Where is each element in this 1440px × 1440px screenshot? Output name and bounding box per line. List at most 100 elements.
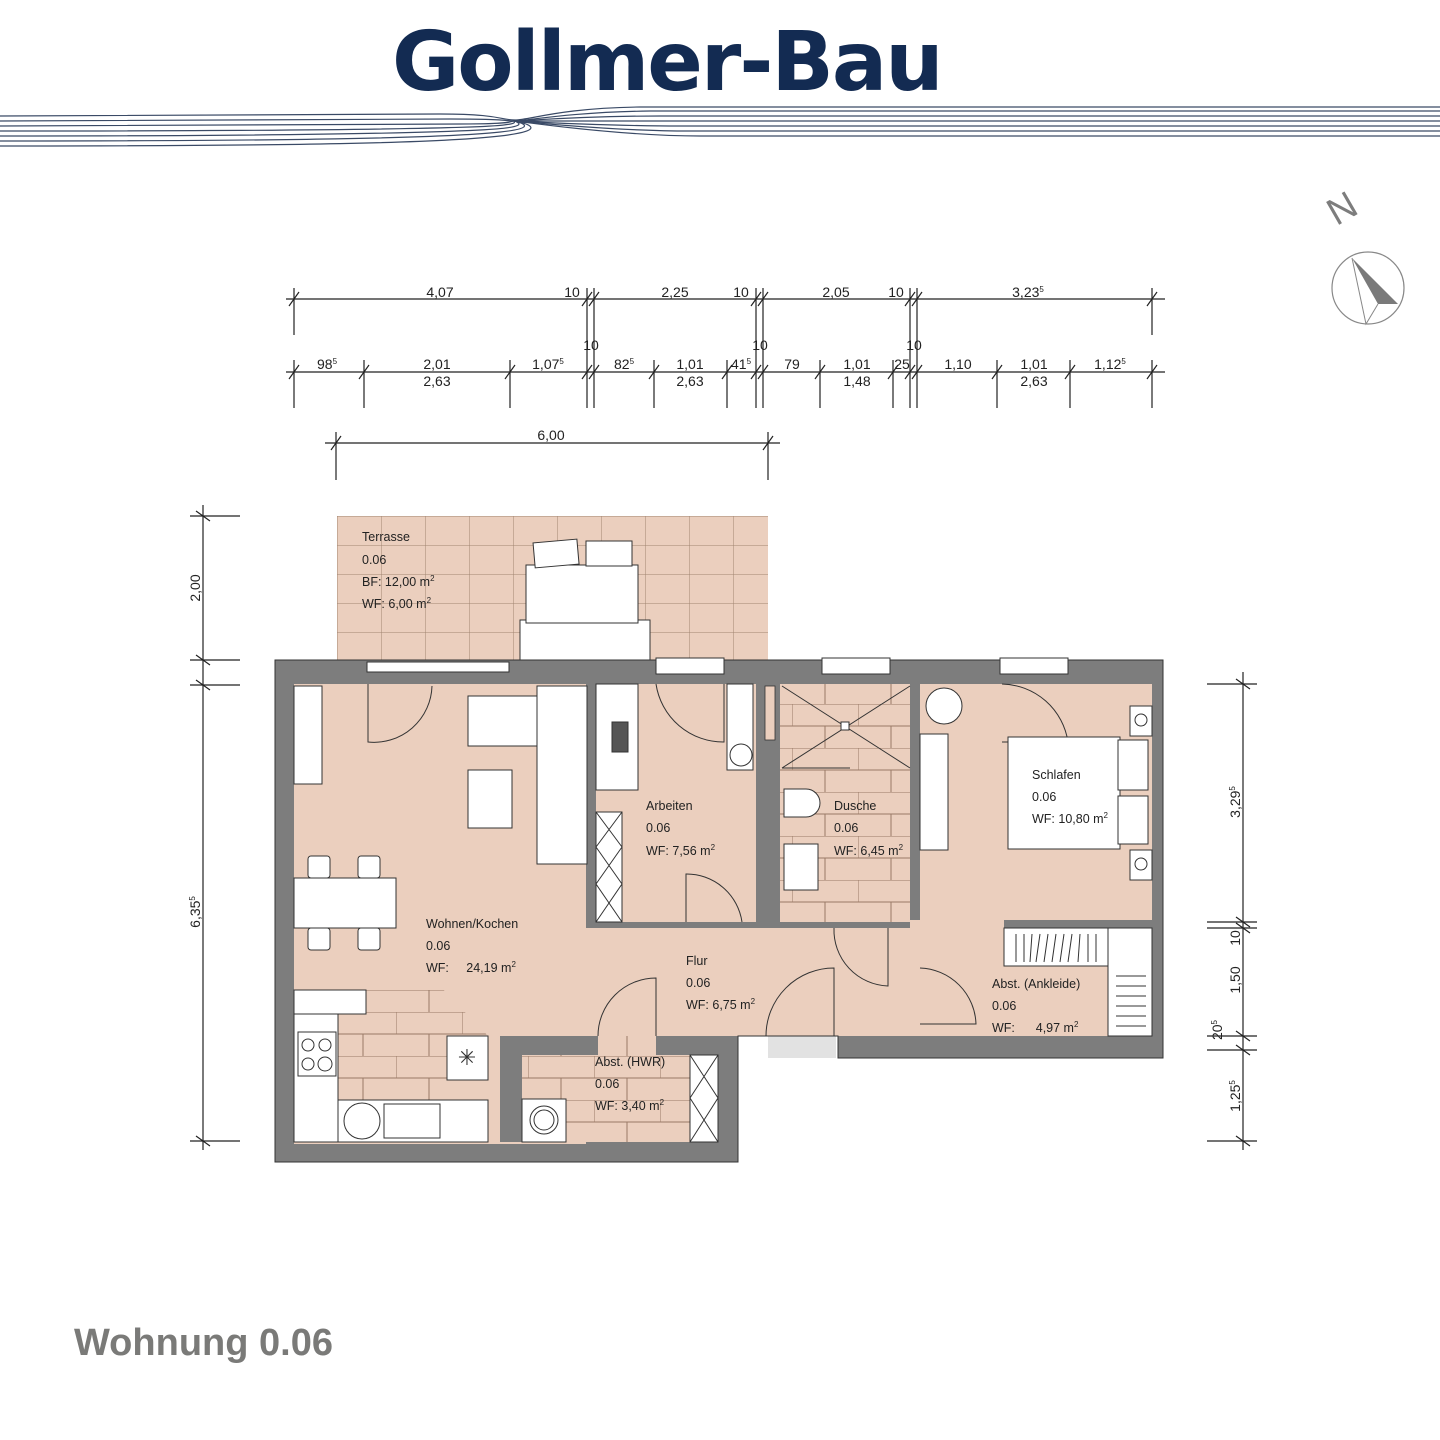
dim-1-01-a: 1,01 (676, 356, 703, 372)
dim-3-23: 3,235 (1012, 284, 1044, 300)
svg-text:Arbeiten: Arbeiten (646, 799, 693, 813)
hwr-shelf (689, 1054, 719, 1143)
window-office (655, 657, 725, 675)
company-logo: Gollmer-Bau (392, 15, 944, 110)
room-label-ankleide: Abst. (Ankleide) 0.06 WF: 4,97 m2 (992, 977, 1080, 1035)
bed (1007, 736, 1121, 850)
dim-82: 825 (614, 356, 635, 372)
dim-wall-10-a: 10 (583, 337, 599, 353)
bathroom-fixtures (781, 685, 911, 891)
terrace-width-dimension (325, 432, 780, 480)
dining-table (293, 877, 397, 929)
doors (367, 683, 1069, 1037)
dim-79: 79 (784, 356, 800, 372)
svg-text:WF: 10,80 m2: WF: 10,80 m2 (1032, 811, 1109, 826)
dim-1-01-c: 1,01 (1020, 356, 1047, 372)
room-flur (586, 928, 920, 1036)
header-wave-lines (0, 106, 1440, 147)
toilet (783, 788, 821, 818)
fridge (446, 1035, 489, 1081)
window-living (366, 661, 510, 673)
dim-1-01-b: 1,01 (843, 356, 870, 372)
compass-circle (1331, 251, 1405, 325)
dim-2-00: 2,00 (187, 574, 203, 601)
dim-1-07: 1,075 (532, 356, 564, 372)
closet-furniture (1003, 927, 1153, 1037)
dim-1-25: 1,255 (1227, 1080, 1243, 1112)
svg-text:Terrasse: Terrasse (362, 530, 410, 544)
north-label: N (1320, 184, 1365, 234)
room-label-terrasse: Terrasse 0.06 BF: 12,00 m2 WF: 6,00 m2 (362, 530, 435, 611)
svg-text:WF: 6,45 m2: WF: 6,45 m2 (834, 843, 904, 858)
svg-text:Flur: Flur (686, 954, 708, 968)
dim-10-right: 10 (1227, 930, 1243, 946)
svg-text:WF: 4,97 m2: WF: 4,97 m2 (992, 1020, 1079, 1035)
svg-text:Schlafen: Schlafen (1032, 768, 1081, 782)
dim-1-10: 1,10 (944, 356, 971, 372)
kitchen-bar (293, 989, 367, 1015)
dim-41: 415 (731, 356, 752, 372)
svg-text:WF: 24,19 m2: WF: 24,19 m2 (426, 960, 516, 975)
dim-2-25: 2,25 (661, 284, 688, 300)
top-dimension-row-1 (286, 288, 1165, 408)
hwr-furniture (521, 1054, 719, 1143)
dim-6-00: 6,00 (537, 427, 564, 443)
dim-10-a: 10 (564, 284, 580, 300)
room-label-dusche: Dusche 0.06 WF: 6,45 m2 (834, 799, 904, 858)
dim-20: 205 (1209, 1019, 1225, 1040)
svg-text:0.06: 0.06 (1032, 790, 1056, 804)
compass-needle-icon (1352, 258, 1398, 304)
dim-1-50: 1,50 (1227, 966, 1243, 993)
living-furniture (293, 685, 588, 1143)
plant-icon (729, 743, 753, 767)
svg-text:WF: 3,40 m2: WF: 3,40 m2 (595, 1098, 665, 1113)
bedroom-furniture (919, 687, 1153, 881)
left-dimension-line (190, 505, 240, 1150)
room-label-arbeiten: Arbeiten 0.06 WF: 7,56 m2 (646, 799, 716, 858)
svg-text:0.06: 0.06 (646, 821, 670, 835)
apartment-title: Wohnung 0.06 (74, 1322, 333, 1364)
dim-1-48: 1,48 (843, 373, 870, 389)
terrace (337, 516, 768, 661)
svg-text:WF: 6,00 m2: WF: 6,00 m2 (362, 596, 432, 611)
sink (783, 843, 819, 891)
window-bedroom (999, 657, 1069, 675)
svg-text:Abst. (Ankleide): Abst. (Ankleide) (992, 977, 1080, 991)
svg-text:WF: 7,56 m2: WF: 7,56 m2 (646, 843, 716, 858)
window-bath (821, 657, 891, 675)
fridge-asterisk-icon: ✳ (458, 1045, 476, 1070)
sofa-corner (536, 685, 588, 865)
svg-text:0.06: 0.06 (686, 976, 710, 990)
dim-1-12: 1,125 (1094, 356, 1126, 372)
svg-text:0.06: 0.06 (362, 553, 386, 567)
dim-wall-10-c: 10 (906, 337, 922, 353)
svg-text:Dusche: Dusche (834, 799, 876, 813)
svg-text:0.06: 0.06 (595, 1077, 619, 1091)
dim-2-63-b: 2,63 (676, 373, 703, 389)
dim-2-01: 2,01 (423, 356, 450, 372)
plant-icon-bedroom (925, 687, 963, 725)
svg-text:Wohnen/Kochen: Wohnen/Kochen (426, 917, 518, 931)
svg-text:0.06: 0.06 (992, 999, 1016, 1013)
office-furniture (595, 683, 754, 923)
dim-3-29: 3,295 (1227, 786, 1243, 818)
dim-wall-10-b: 10 (752, 337, 768, 353)
dim-10-c: 10 (888, 284, 904, 300)
svg-text:BF: 12,00 m2: BF: 12,00 m2 (362, 574, 435, 589)
room-label-schlafen: Schlafen 0.06 WF: 10,80 m2 (1032, 768, 1109, 826)
shelf (595, 811, 623, 923)
dim-25: 25 (894, 356, 910, 372)
dim-98: 985 (317, 356, 338, 372)
room-label-flur: Flur 0.06 WF: 6,75 m2 (686, 954, 756, 1012)
tv-unit (293, 685, 323, 785)
dim-10-b: 10 (733, 284, 749, 300)
dim-2-63-c: 2,63 (1020, 373, 1047, 389)
top-dimension-row-2 (286, 360, 1165, 408)
north-compass: N (1320, 184, 1405, 326)
coffee-table (467, 769, 513, 829)
svg-text:0.06: 0.06 (426, 939, 450, 953)
dim-2-63-a: 2,63 (423, 373, 450, 389)
svg-text:WF: 6,75 m2: WF: 6,75 m2 (686, 997, 756, 1012)
dim-6-35: 6,355 (187, 896, 203, 928)
